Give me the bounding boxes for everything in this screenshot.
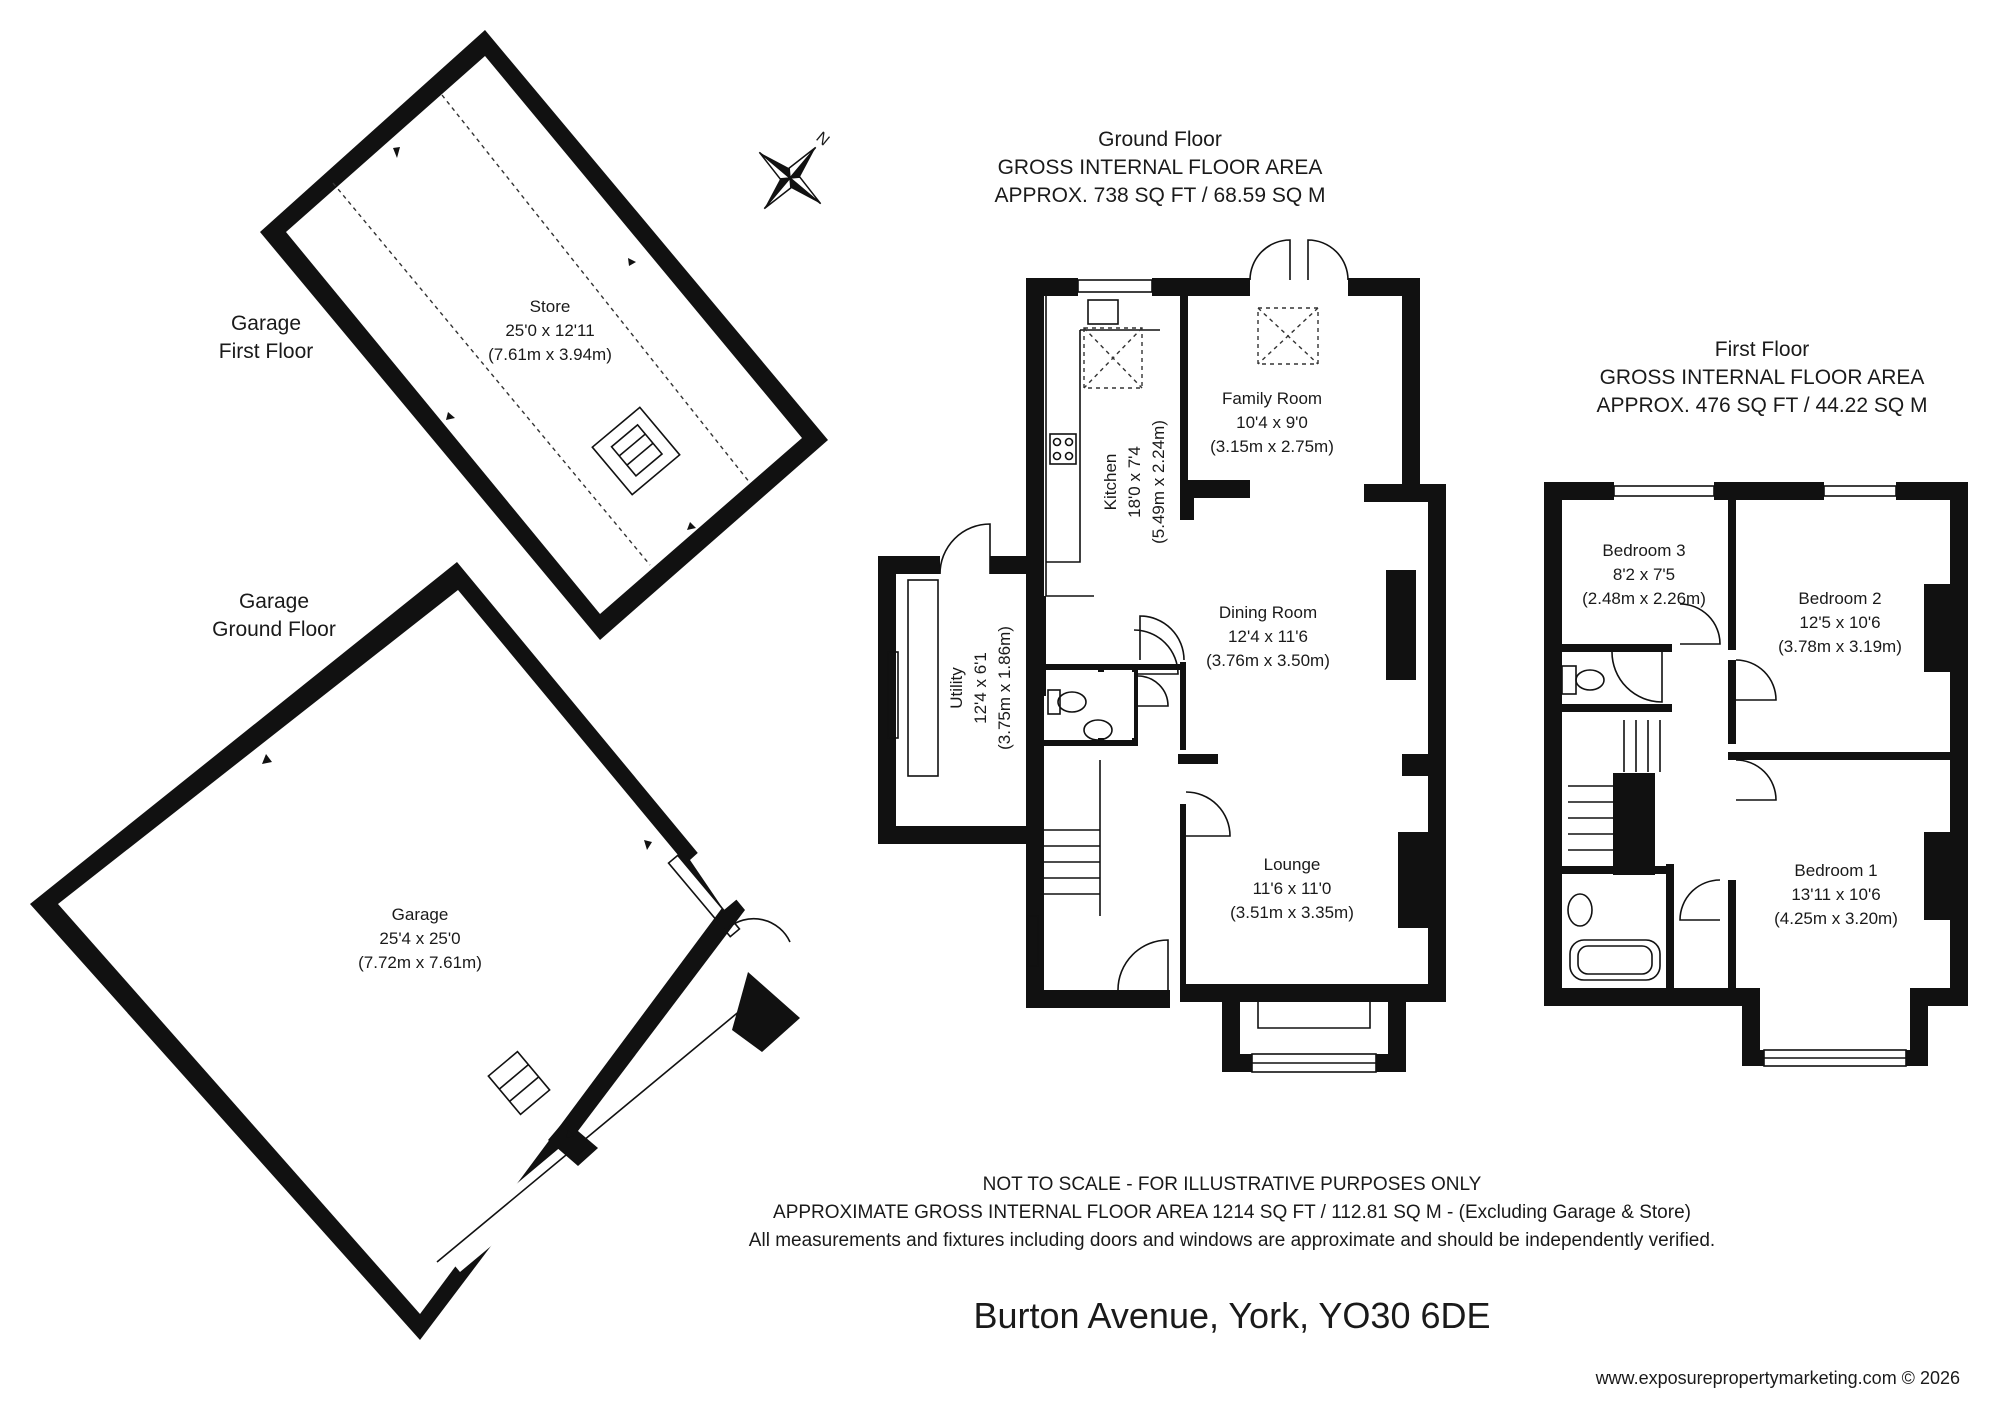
garage-ground-floor-label-2: Ground Floor	[212, 618, 336, 641]
store-hatch	[591, 406, 681, 496]
first-floor-area: APPROX. 476 SQ FT / 44.22 SQ M	[1596, 394, 1927, 417]
lounge-metric: (3.51m x 3.35m)	[1230, 903, 1354, 922]
garage-first-floor-label-2: First Floor	[219, 340, 314, 363]
first-floor-title: First Floor	[1715, 338, 1810, 361]
ground-floor-plan: Family Room 10'4 x 9'0 (3.15m x 2.75m) K…	[878, 239, 1446, 1073]
garage-side-window	[667, 854, 741, 938]
garage-label: Garage	[392, 905, 449, 924]
bedroom2-metric: (3.78m x 3.19m)	[1778, 637, 1902, 656]
family-room-label: Family Room	[1222, 389, 1322, 408]
store-label: Store	[530, 297, 571, 316]
ground-floor-area-title: GROSS INTERNAL FLOOR AREA	[998, 156, 1323, 179]
utility-metric: (3.75m x 1.86m)	[995, 626, 1014, 750]
note-line-2: APPROXIMATE GROSS INTERNAL FLOOR AREA 12…	[773, 1202, 1691, 1223]
dining-room-imperial: 12'4 x 11'6	[1228, 627, 1308, 646]
garage-ground-floor-plan: Garage 25'4 x 25'0 (7.72m x 7.61m)	[30, 562, 800, 1340]
garage-first-floor-label-1: Garage	[231, 312, 301, 335]
family-room-metric: (3.15m x 2.75m)	[1210, 437, 1334, 456]
note-line-1: NOT TO SCALE - FOR ILLUSTRATIVE PURPOSES…	[983, 1174, 1482, 1195]
bedroom3-label: Bedroom 3	[1602, 541, 1685, 560]
garage-hatch	[487, 1050, 551, 1116]
website-credit: www.exposurepropertymarketing.com © 2026	[1595, 1368, 1960, 1388]
bedroom1-metric: (4.25m x 3.20m)	[1774, 909, 1898, 928]
store-metric: (7.61m x 3.94m)	[488, 345, 612, 364]
kitchen-label: Kitchen	[1101, 454, 1120, 511]
note-line-3: All measurements and fixtures including …	[749, 1230, 1715, 1251]
ground-floor-title: Ground Floor	[1098, 128, 1222, 151]
garage-metric: (7.72m x 7.61m)	[358, 953, 482, 972]
compass-north-label: N	[813, 129, 833, 149]
dining-room-metric: (3.76m x 3.50m)	[1206, 651, 1330, 670]
ground-floor-area: APPROX. 738 SQ FT / 68.59 SQ M	[994, 184, 1325, 207]
utility-label: Utility	[947, 667, 966, 709]
kitchen-metric: (5.49m x 2.24m)	[1149, 420, 1168, 544]
dining-room-label: Dining Room	[1219, 603, 1317, 622]
first-floor-plan: Bedroom 3 8'2 x 7'5 (2.48m x 2.26m) Bedr…	[1544, 482, 1968, 1067]
bedroom1-imperial: 13'11 x 10'6	[1791, 885, 1880, 904]
first-floor-area-title: GROSS INTERNAL FLOOR AREA	[1600, 366, 1925, 389]
bedroom2-imperial: 12'5 x 10'6	[1799, 613, 1880, 632]
bedroom3-imperial: 8'2 x 7'5	[1613, 565, 1675, 584]
bedroom3-metric: (2.48m x 2.26m)	[1582, 589, 1706, 608]
bedroom1-label: Bedroom 1	[1794, 861, 1877, 880]
bedroom2-label: Bedroom 2	[1798, 589, 1881, 608]
lounge-imperial: 11'6 x 11'0	[1253, 879, 1332, 898]
utility-imperial: 12'4 x 6'1	[971, 652, 990, 724]
garage-first-floor-plan: Store 25'0 x 12'11 (7.61m x 3.94m)	[260, 30, 828, 640]
lounge-label: Lounge	[1264, 855, 1321, 874]
garage-imperial: 25'4 x 25'0	[379, 929, 460, 948]
north-compass-icon: N	[758, 129, 833, 210]
kitchen-imperial: 18'0 x 7'4	[1125, 446, 1144, 518]
store-imperial: 25'0 x 12'11	[505, 321, 594, 340]
garage-ground-floor-label-1: Garage	[239, 590, 309, 613]
family-room-imperial: 10'4 x 9'0	[1236, 413, 1308, 432]
kitchen-hob	[1049, 433, 1077, 465]
property-address: Burton Avenue, York, YO30 6DE	[973, 1295, 1490, 1336]
